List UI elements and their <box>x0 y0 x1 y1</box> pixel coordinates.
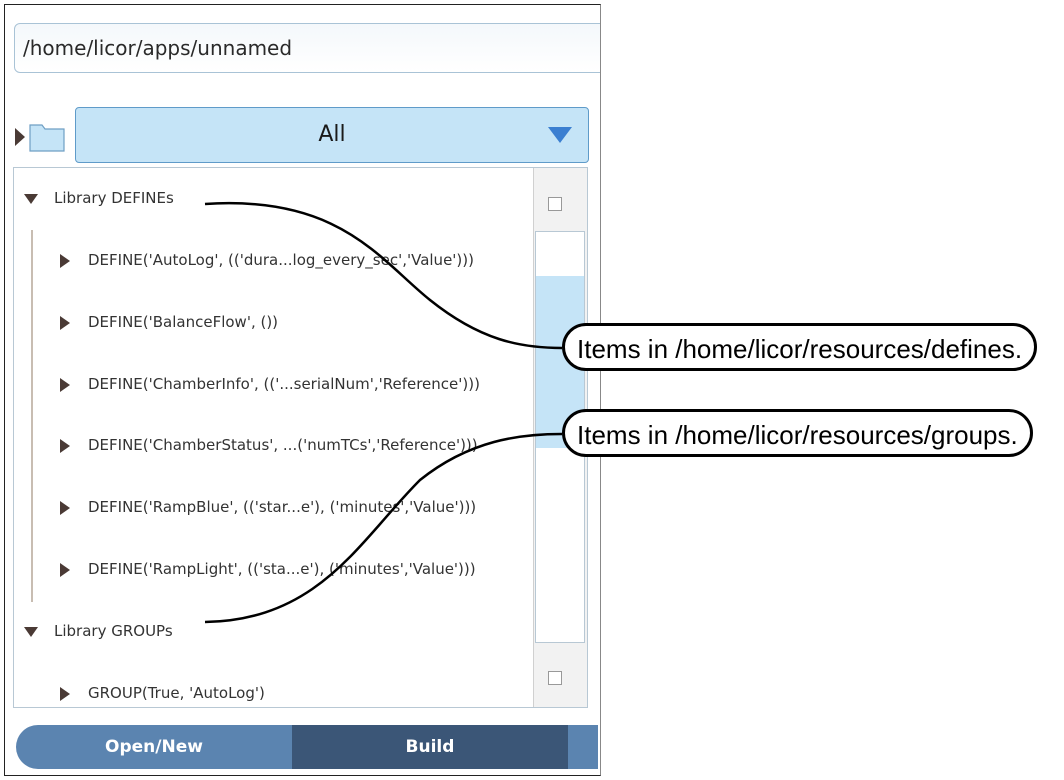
chevron-down-icon <box>548 127 572 143</box>
tree-group-groups[interactable]: Library GROUPs <box>24 611 173 651</box>
expand-triangle-icon <box>60 315 70 330</box>
callout-groups: Items in /home/licor/resources/groups. <box>562 409 1033 457</box>
expand-triangle-icon <box>60 438 70 453</box>
tree-item[interactable]: GROUP(True, 'AutoLog') <box>60 673 265 707</box>
tree-group-label: Library DEFINEs <box>54 189 174 207</box>
expand-triangle-icon <box>60 500 70 515</box>
expand-triangle-icon <box>60 253 70 268</box>
tab-overflow[interactable] <box>568 725 598 769</box>
callout-line-defines <box>204 201 563 350</box>
path-input[interactable] <box>14 23 600 73</box>
scroll-down-button[interactable] <box>548 671 562 685</box>
callout-line-groups <box>204 432 563 624</box>
scroll-up-button[interactable] <box>548 197 562 211</box>
tree-item[interactable]: DEFINE('RampBlue', (('star...e'), ('minu… <box>60 487 476 527</box>
tree-item[interactable]: DEFINE('RampLight', (('sta...e'), ('minu… <box>60 549 476 589</box>
expand-triangle-icon[interactable] <box>15 128 25 146</box>
tree-item[interactable]: DEFINE('ChamberStatus', ...('numTCs','Re… <box>60 425 478 465</box>
tree-item[interactable]: DEFINE('BalanceFlow', ()) <box>60 302 278 342</box>
expand-triangle-icon <box>60 686 70 701</box>
filter-dropdown-label: All <box>318 122 346 147</box>
tree-item-label: DEFINE('RampBlue', (('star...e'), ('minu… <box>88 498 477 516</box>
tab-build[interactable]: Build <box>292 725 568 769</box>
collapse-triangle-icon <box>24 193 38 204</box>
tree-group-label: Library GROUPs <box>54 622 173 640</box>
tree-item-label: GROUP(True, 'AutoLog') <box>88 684 265 702</box>
tree-group-defines[interactable]: Library DEFINEs <box>24 178 174 218</box>
tree-item-label: DEFINE('ChamberStatus', ...('numTCs','Re… <box>88 436 478 454</box>
callout-defines: Items in /home/licor/resources/defines. <box>562 323 1038 371</box>
tree-item-label: DEFINE('ChamberInfo', (('...serialNum','… <box>88 375 480 393</box>
expand-triangle-icon <box>60 562 70 577</box>
library-tree: Library DEFINEs DEFINE('AutoLog', (('dur… <box>13 167 588 708</box>
tree-item-label: DEFINE('RampLight', (('sta...e'), ('minu… <box>88 560 476 578</box>
tree-item[interactable]: DEFINE('AutoLog', (('dura...log_every_se… <box>60 240 474 280</box>
tree-guide-line <box>31 230 33 602</box>
expand-triangle-icon <box>60 377 70 392</box>
filter-dropdown[interactable]: All <box>75 107 589 163</box>
collapse-triangle-icon <box>24 626 38 637</box>
folder-icon[interactable] <box>29 120 65 152</box>
tree-item-label: DEFINE('BalanceFlow', ()) <box>88 313 279 331</box>
tree-item-label: DEFINE('AutoLog', (('dura...log_every_se… <box>88 251 474 269</box>
bottom-tab-bar: Open/New Build <box>16 725 598 769</box>
tree-item[interactable]: DEFINE('ChamberInfo', (('...serialNum','… <box>60 364 480 404</box>
library-panel: All Library DEFINEs DEFINE('AutoLog', ((… <box>4 4 601 776</box>
tab-open-new[interactable]: Open/New <box>16 725 292 769</box>
